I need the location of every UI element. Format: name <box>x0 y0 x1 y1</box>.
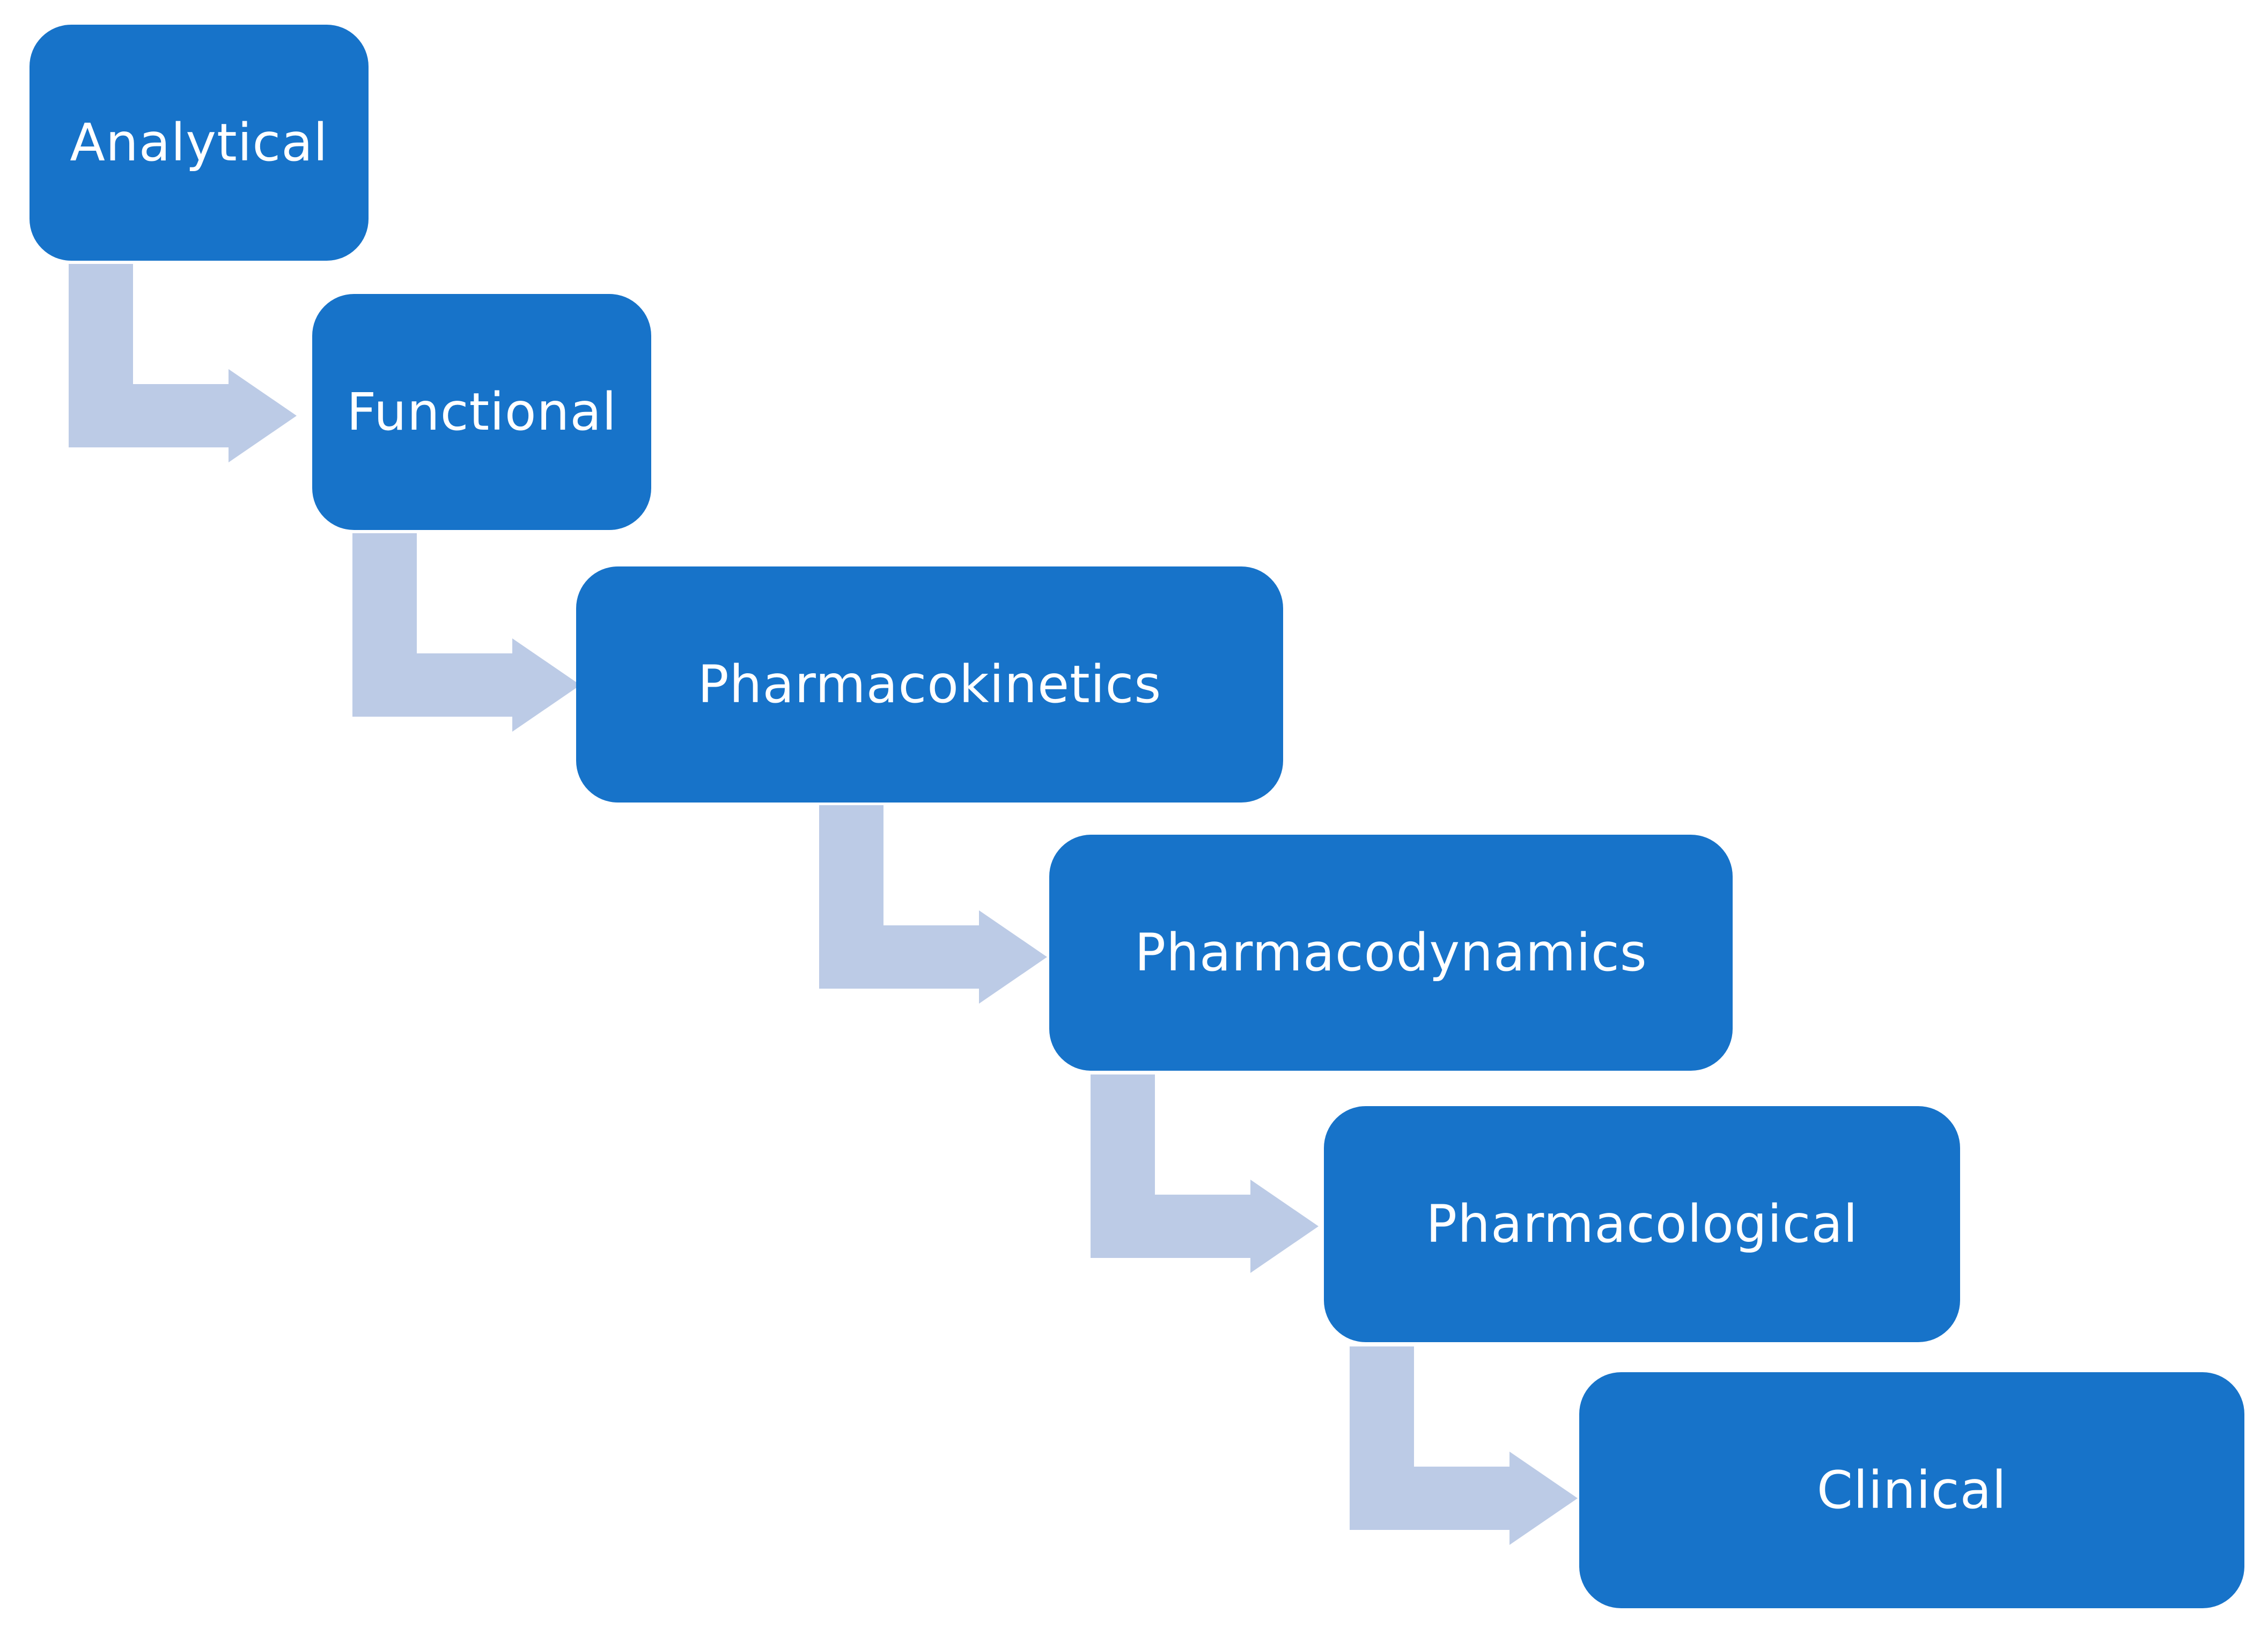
step-box-pharmacodynamics: Pharmacodynamics <box>1049 835 1733 1071</box>
step-label: Pharmacodynamics <box>1135 923 1647 983</box>
step-label: Pharmacokinetics <box>697 654 1162 715</box>
step-label: Clinical <box>1816 1460 2007 1520</box>
step-arrow-3 <box>819 805 1047 1004</box>
step-box-pharmacological: Pharmacological <box>1324 1106 1960 1342</box>
step-box-clinical: Clinical <box>1579 1372 2244 1608</box>
step-box-functional: Functional <box>312 294 651 530</box>
step-label: Functional <box>347 382 617 442</box>
step-box-pharmacokinetics: Pharmacokinetics <box>576 566 1283 803</box>
step-label: Pharmacological <box>1426 1194 1858 1254</box>
step-arrow-4 <box>1091 1074 1319 1273</box>
step-box-analytical: Analytical <box>30 25 369 261</box>
step-arrow-1 <box>69 264 297 462</box>
step-arrow-2 <box>352 533 580 732</box>
step-label: Analytical <box>70 113 328 173</box>
step-arrow-5 <box>1350 1346 1578 1545</box>
